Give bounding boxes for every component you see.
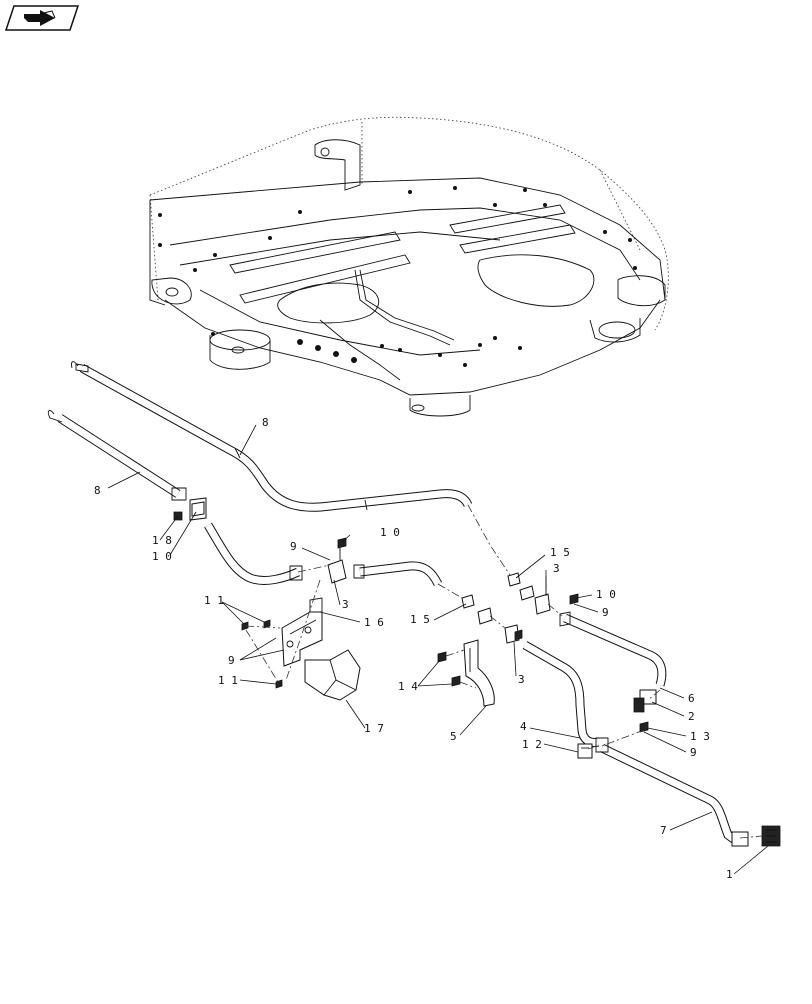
hose-7 (595, 737, 738, 844)
bolts-14 (437, 651, 461, 687)
nut-12 (577, 743, 593, 759)
callout-leaders (107, 424, 769, 875)
hose-middle (353, 561, 443, 587)
callout-1: 1 (726, 868, 733, 881)
callout-8-lower: 8 (94, 484, 101, 497)
callout-10-left: 1 0 (152, 550, 172, 563)
page-turn-arrow-icon[interactable] (4, 5, 80, 31)
callout-5: 5 (450, 730, 457, 743)
clamp-10-left (173, 497, 207, 521)
callout-3-lower: 3 (518, 673, 525, 686)
bolts-11 (241, 619, 283, 689)
callout-16: 1 6 (364, 616, 384, 629)
callout-15-upper: 1 5 (550, 546, 570, 559)
routing-centerlines (245, 504, 763, 839)
callout-labels: 8 8 1 8 1 0 1 0 9 3 1 1 1 6 9 1 1 1 7 1 … (94, 416, 733, 881)
bracket-16 (281, 597, 323, 667)
coupler-1 (731, 825, 781, 847)
clamp-3-lower (504, 624, 523, 644)
upper-frame-assembly (149, 116, 669, 417)
callout-2: 2 (688, 710, 695, 723)
callout-10-right: 1 0 (596, 588, 616, 601)
hose-left-lower (204, 522, 303, 585)
callout-10-mid: 1 0 (380, 526, 400, 539)
callout-3-right: 3 (553, 562, 560, 575)
callout-12: 1 2 (522, 738, 542, 751)
cover-17 (304, 649, 361, 701)
hose-8-upper (71, 361, 473, 512)
callout-3-left: 3 (342, 598, 349, 611)
bolt-13 (639, 721, 649, 733)
callout-6: 6 (688, 692, 695, 705)
callout-11-upper: 1 1 (204, 594, 224, 607)
bracket-5 (463, 639, 495, 707)
callout-4: 4 (520, 720, 527, 733)
callout-18: 1 8 (152, 534, 172, 547)
callout-7: 7 (660, 824, 667, 837)
fitting-15-right (507, 572, 551, 615)
callout-9-lower: 9 (690, 746, 697, 759)
clamp-3-left (327, 537, 347, 584)
callout-17: 1 7 (364, 722, 384, 735)
fitting-15-middle (461, 594, 493, 625)
hose-4 (522, 641, 600, 747)
callout-15-middle: 1 5 (410, 613, 430, 626)
hose-8-lower (47, 410, 187, 501)
fitting-2 (633, 689, 657, 713)
callout-11-lower: 1 1 (218, 674, 238, 687)
bolt-10-right (569, 593, 579, 605)
callout-9-mid: 9 (290, 540, 297, 553)
hose-6 (559, 611, 667, 687)
callout-14: 1 4 (398, 680, 418, 693)
callout-8-upper: 8 (262, 416, 269, 429)
callout-9-left: 9 (228, 654, 235, 667)
callout-13: 1 3 (690, 730, 710, 743)
callout-9-right: 9 (602, 606, 609, 619)
